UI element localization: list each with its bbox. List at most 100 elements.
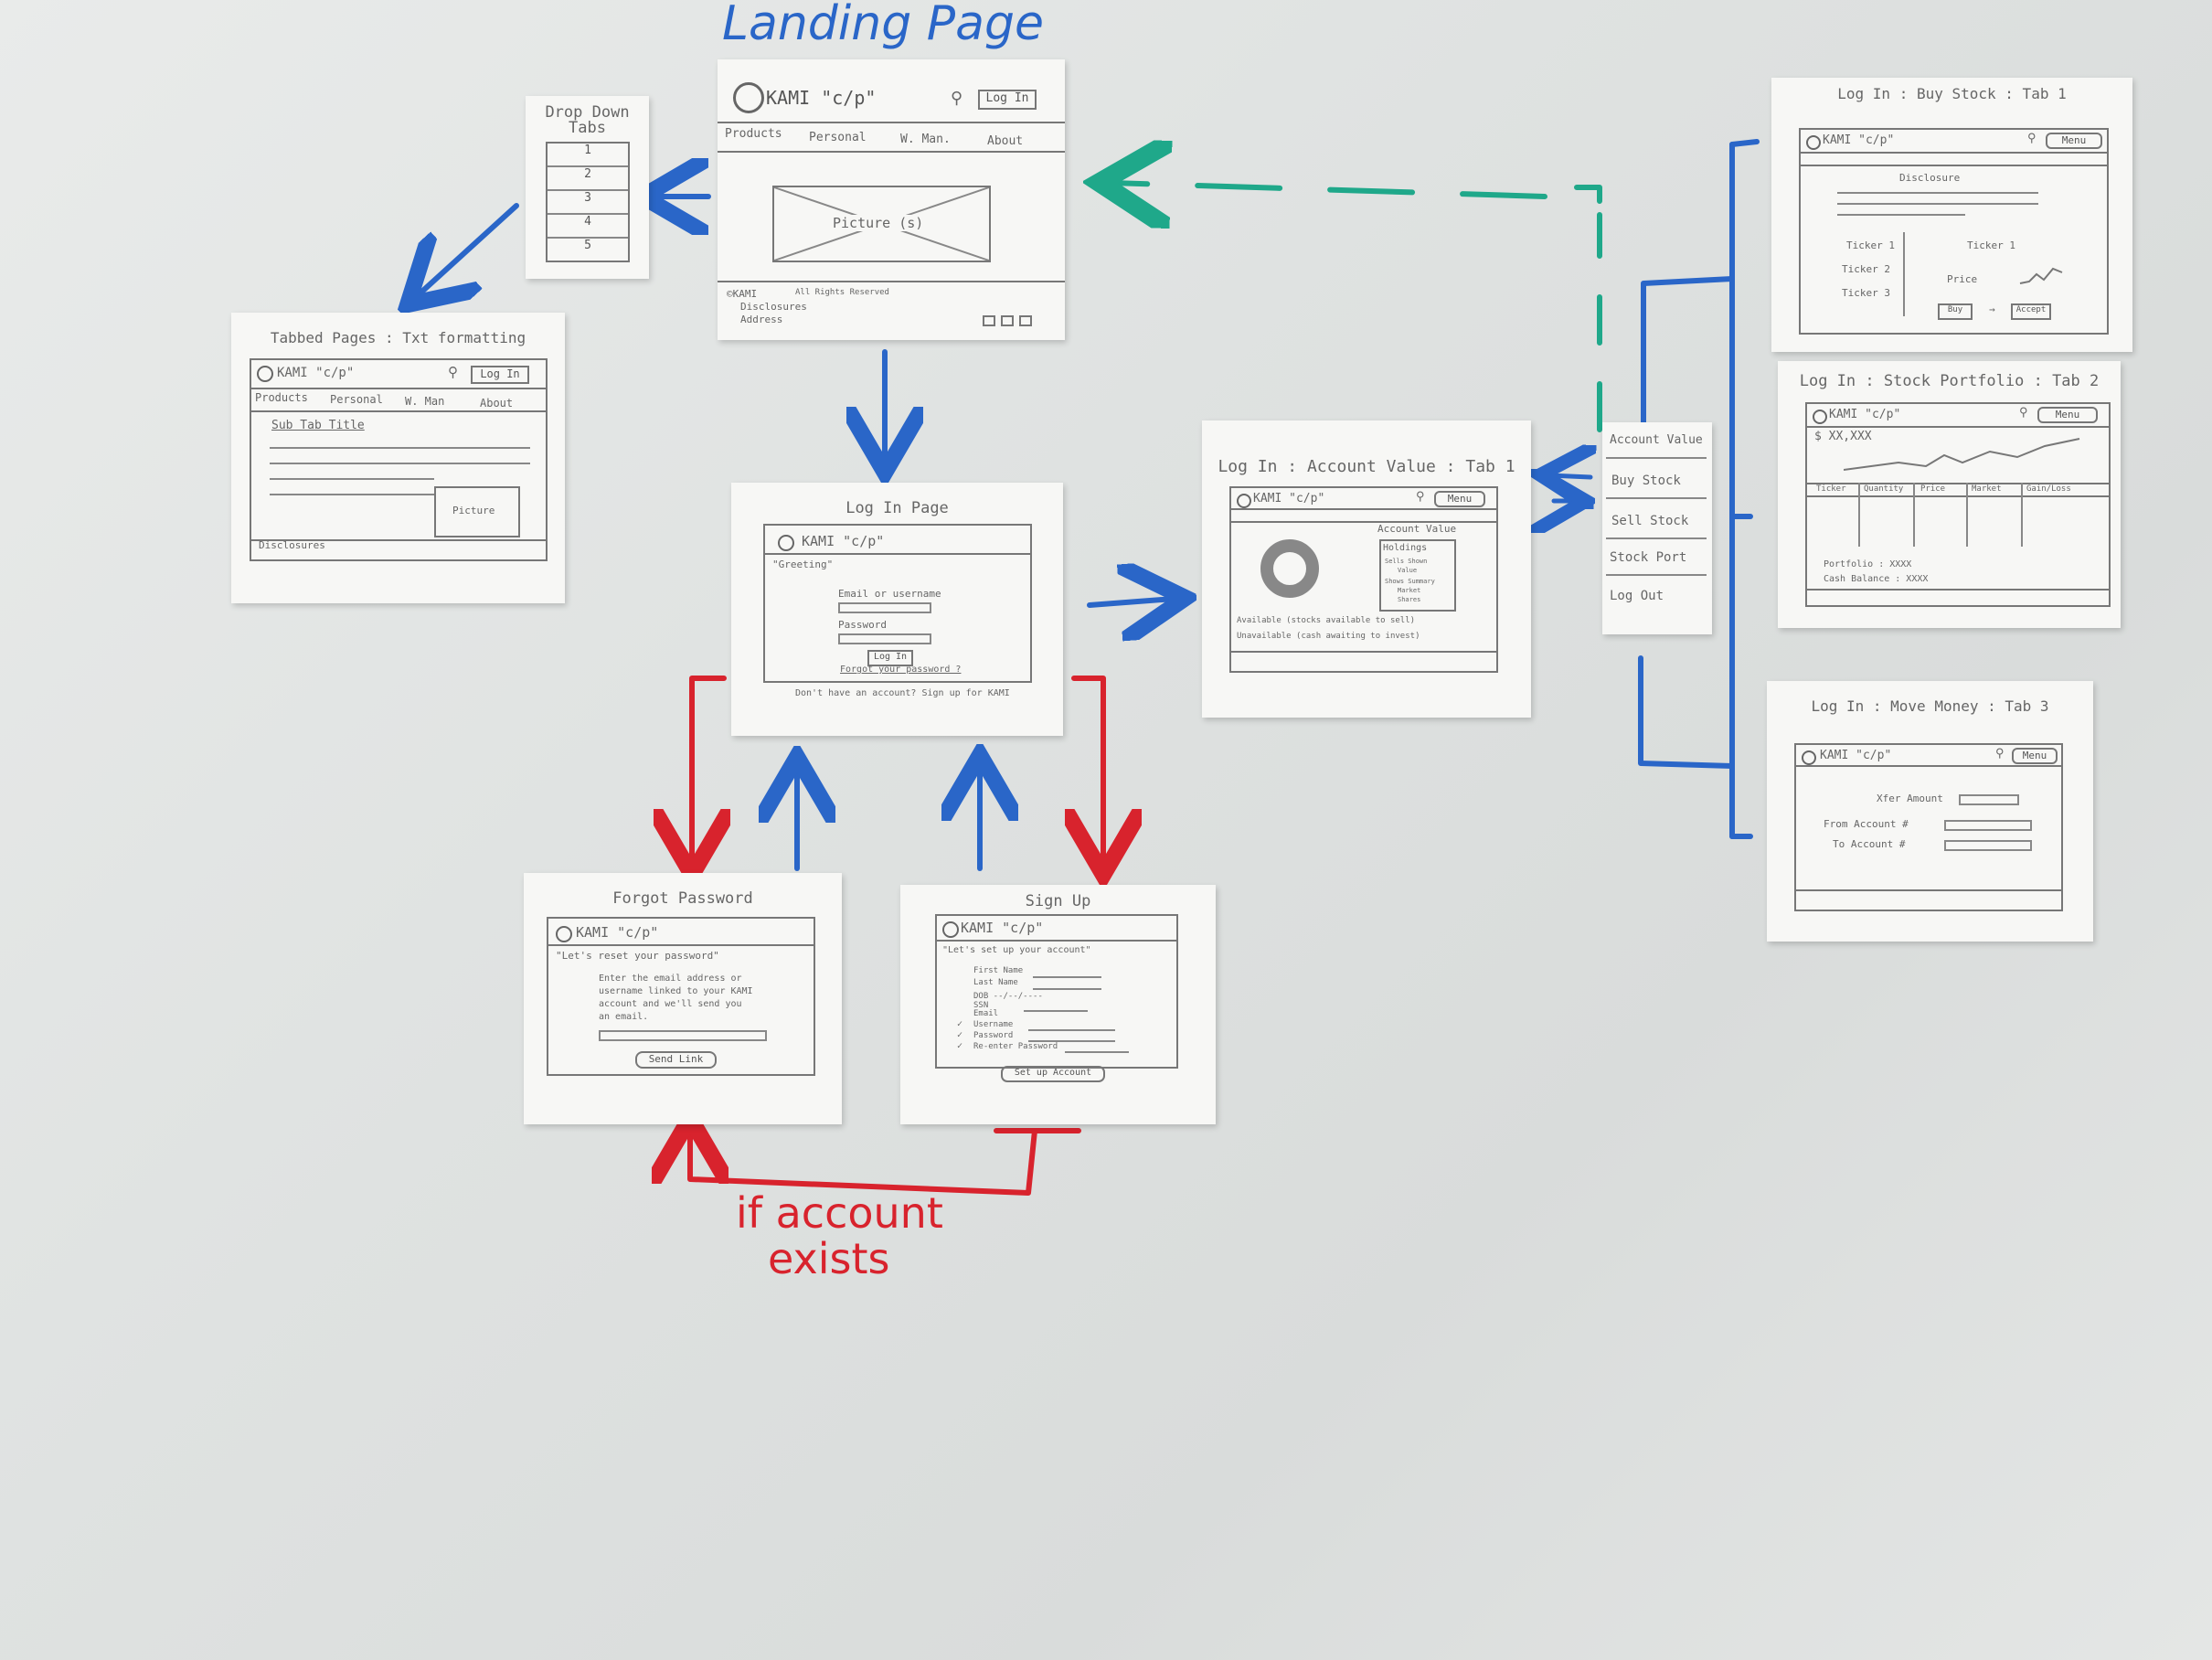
ticker-option[interactable]: Ticker 2	[1842, 263, 1890, 275]
password-field[interactable]	[838, 633, 931, 644]
social-icon[interactable]	[1001, 315, 1014, 326]
header-divider	[1231, 508, 1496, 510]
menu-button[interactable]: Menu	[1434, 491, 1485, 507]
login-button[interactable]: Log In	[471, 366, 529, 384]
holdings-item: Shares	[1398, 596, 1421, 603]
table-top-divider	[1807, 483, 2109, 484]
picture-placeholder: Picture	[434, 486, 520, 537]
email-field[interactable]	[599, 1030, 767, 1041]
from-account-field[interactable]	[1944, 820, 2032, 831]
setup-account-button[interactable]: Set up Account	[1001, 1066, 1105, 1082]
login-button[interactable]: Log In	[978, 90, 1037, 110]
tab-wealth-management[interactable]: W. Man	[405, 395, 445, 408]
username-field[interactable]	[1028, 1029, 1115, 1031]
tab-personal[interactable]: Personal	[809, 131, 867, 144]
header-divider	[937, 940, 1176, 942]
check-icon: ✓	[957, 1030, 963, 1040]
social-icon[interactable]	[1019, 315, 1032, 326]
header-divider	[251, 388, 546, 389]
footer-divider	[1796, 889, 2061, 891]
menu-item-log-out[interactable]: Log Out	[1610, 589, 1664, 603]
arrow-right-icon: →	[1989, 303, 1995, 315]
ticker-option[interactable]: Ticker 3	[1842, 287, 1890, 299]
forgot-body-line: an email.	[599, 1012, 649, 1022]
portfolio-line-chart	[1844, 438, 2080, 471]
menu-button[interactable]: Menu	[2037, 407, 2098, 423]
menu-divider	[1606, 457, 1707, 459]
buy-stock-window: KAMI "c/p" ⚲ Menu Disclosure Ticker 1 Ti…	[1799, 128, 2109, 335]
footer-disclosures[interactable]: Disclosures	[259, 539, 325, 551]
brand-name: KAMI "c/p"	[576, 924, 659, 941]
to-account-label: To Account #	[1833, 838, 1906, 850]
login-submit-button[interactable]: Log In	[867, 650, 913, 666]
ticker-option[interactable]: Ticker 1	[1846, 239, 1895, 251]
menu-item-account-value[interactable]: Account Value	[1610, 433, 1703, 447]
password-label: Password	[973, 1031, 1014, 1040]
picture-label: Picture	[451, 505, 497, 516]
tab-about[interactable]: About	[480, 397, 514, 410]
landing-page-label: Landing Page	[722, 0, 1044, 51]
buy-button[interactable]: Buy	[1938, 303, 1973, 320]
tab-products[interactable]: Products	[725, 127, 782, 141]
signup-title: Sign Up	[1025, 892, 1091, 910]
table-column-divider	[1858, 483, 1860, 547]
footer-brand: ©KAMI	[727, 288, 758, 300]
brand-name: KAMI "c/p"	[1253, 492, 1325, 505]
footer-disclosures[interactable]: Disclosures	[740, 301, 807, 313]
cash-balance: Cash Balance : XXXX	[1824, 574, 1929, 584]
price-label: Price	[1947, 273, 1978, 285]
header-divider	[1796, 765, 2061, 767]
dropdown-item[interactable]: 2	[548, 167, 628, 191]
tab-wealth-management[interactable]: W. Man.	[900, 133, 951, 146]
greeting-text: "Greeting"	[772, 559, 834, 570]
holdings-item: Shows Summary	[1385, 578, 1435, 585]
menu-button[interactable]: Menu	[2012, 748, 2058, 764]
account-value-title: Log In : Account Value : Tab 1	[1218, 457, 1515, 476]
email-field[interactable]	[838, 602, 931, 613]
first-name-field[interactable]	[1033, 976, 1101, 978]
xfer-amount-field[interactable]	[1959, 794, 2019, 805]
username-label: Username	[973, 1020, 1014, 1029]
social-icon[interactable]	[983, 315, 995, 326]
dropdown-item[interactable]: 5	[584, 239, 591, 252]
menu-item-sell-stock[interactable]: Sell Stock	[1611, 514, 1689, 528]
column-gain-loss: Gain/Loss	[2026, 484, 2071, 494]
if-account-exists-label-line1: if account	[736, 1188, 943, 1238]
to-account-field[interactable]	[1944, 840, 2032, 851]
if-account-exists-label-line2: exists	[768, 1234, 890, 1283]
forgot-password-link[interactable]: Forgot your password ?	[840, 665, 962, 675]
holdings-item: Market	[1398, 587, 1421, 594]
tab-products[interactable]: Products	[255, 391, 308, 404]
menu-divider	[1606, 497, 1707, 499]
logo-circle-icon	[556, 926, 572, 942]
password-field[interactable]	[1028, 1040, 1115, 1042]
tab-about[interactable]: About	[987, 134, 1024, 148]
available-legend: Available (stocks available to sell)	[1237, 616, 1416, 625]
menu-item-stock-port[interactable]: Stock Port	[1610, 550, 1687, 565]
xfer-amount-label: Xfer Amount	[1877, 793, 1943, 804]
picture-placeholder: Picture (s)	[772, 186, 991, 262]
logo-circle-icon	[1802, 750, 1816, 765]
reenter-password-label: Re-enter Password	[973, 1042, 1058, 1051]
menu-item-buy-stock[interactable]: Buy Stock	[1611, 474, 1681, 488]
signup-link[interactable]: Don't have an account? Sign up for KAMI	[795, 688, 1010, 698]
last-name-field[interactable]	[1033, 988, 1101, 990]
forgot-headline: "Let's reset your password"	[556, 950, 719, 962]
accept-button[interactable]: Accept	[2011, 303, 2051, 320]
dropdown-item[interactable]: 4	[548, 215, 628, 239]
footer-divider	[1231, 651, 1496, 653]
text-line	[270, 447, 530, 449]
search-icon: ⚲	[1416, 490, 1425, 504]
dropdown-item[interactable]: 3	[548, 191, 628, 215]
tab-personal[interactable]: Personal	[330, 393, 383, 406]
forgot-window: KAMI "c/p" "Let's reset your password" E…	[547, 917, 815, 1076]
ssn-field[interactable]	[1024, 1010, 1088, 1012]
header-divider	[548, 944, 814, 946]
reenter-password-field[interactable]	[1065, 1051, 1129, 1053]
send-link-button[interactable]: Send Link	[635, 1051, 717, 1069]
menu-button[interactable]: Menu	[2046, 133, 2102, 149]
dropdown-subtitle: Tabs	[569, 119, 606, 137]
search-icon: ⚲	[951, 89, 963, 108]
dropdown-item[interactable]: 1	[548, 144, 628, 167]
